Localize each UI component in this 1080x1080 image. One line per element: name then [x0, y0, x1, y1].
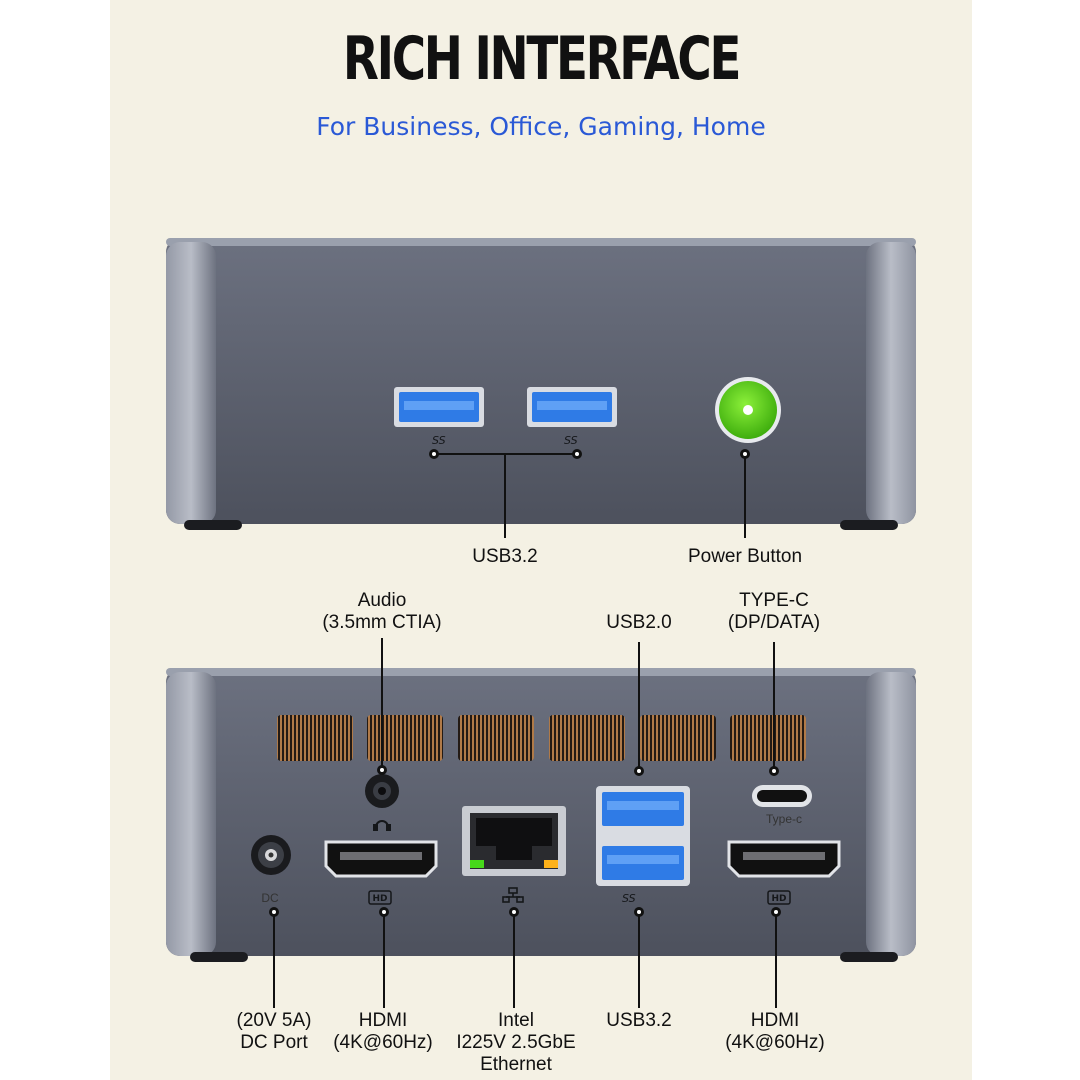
dc-port[interactable] [251, 835, 291, 875]
rear-panel: SS HD HD [166, 668, 916, 962]
label-dc-line2: DC Port [240, 1032, 308, 1053]
rear-callout-lines [273, 638, 777, 1008]
label-audio-line2: (3.5mm CTIA) [322, 612, 442, 633]
front-panel: SS SS [166, 238, 916, 530]
label-typec-line1: TYPE-C [739, 590, 809, 611]
hdmi-port-right[interactable] [727, 840, 841, 878]
front-usb-port-1[interactable] [394, 387, 484, 427]
label-dc-port: (20V 5A) DC Port [204, 1010, 344, 1054]
label-hdmi-right: HDMI (4K@60Hz) [705, 1010, 845, 1054]
label-front-usb32: USB3.2 [472, 546, 538, 567]
svg-text:HD: HD [771, 894, 786, 904]
usb2-port[interactable] [602, 792, 684, 826]
rear-callout-dots [269, 765, 781, 917]
typec-mark: Type-c [765, 812, 802, 826]
label-hdmi-left-line1: HDMI [358, 1010, 408, 1031]
label-ethernet-line3: Ethernet [480, 1054, 552, 1075]
label-ethernet-line2: I225V 2.5GbE [456, 1032, 576, 1053]
network-icon [502, 887, 524, 903]
page-subtitle: For Business, Office, Gaming, Home [316, 112, 766, 141]
hdmi-port-left[interactable] [324, 840, 438, 878]
dc-mark: DC [261, 891, 279, 905]
label-audio: Audio (3.5mm CTIA) [297, 590, 467, 634]
ss-usb-icon: SS [564, 434, 578, 447]
label-rear-usb32: USB3.2 [606, 1010, 672, 1031]
svg-text:HD: HD [372, 894, 387, 904]
headphone-icon [373, 820, 391, 831]
front-callout-dots [429, 449, 750, 459]
audio-jack[interactable] [365, 774, 399, 808]
label-typec-line2: (DP/DATA) [727, 612, 821, 633]
hd-icon: HD [368, 890, 392, 905]
label-dc-line1: (20V 5A) [236, 1010, 312, 1031]
ss-usb-icon: SS [622, 892, 636, 905]
label-typec: TYPE-C (DP/DATA) [699, 590, 849, 634]
ethernet-port[interactable] [462, 806, 566, 876]
label-hdmi-left-line2: (4K@60Hz) [333, 1032, 433, 1053]
label-audio-line1: Audio [357, 590, 407, 611]
ss-usb-icon: SS [432, 434, 446, 447]
label-power-button: Power Button [687, 546, 803, 567]
hd-icon: HD [767, 890, 791, 905]
front-callout-lines [434, 453, 746, 538]
label-hdmi-right-line1: HDMI [750, 1010, 800, 1031]
label-usb20: USB2.0 [606, 612, 672, 633]
vent-grille [277, 715, 806, 761]
label-ethernet-line1: Intel [498, 1010, 534, 1031]
label-hdmi-right-line2: (4K@60Hz) [725, 1032, 825, 1053]
usb32-port[interactable] [602, 846, 684, 880]
front-usb-port-2[interactable] [527, 387, 617, 427]
page-title: RICH INTERFACE [342, 24, 741, 94]
power-button[interactable] [715, 377, 781, 443]
label-ethernet: Intel I225V 2.5GbE Ethernet [434, 1010, 598, 1076]
rear-usb-stack [596, 786, 690, 886]
typec-port[interactable] [752, 785, 812, 807]
label-hdmi-left: HDMI (4K@60Hz) [313, 1010, 453, 1054]
